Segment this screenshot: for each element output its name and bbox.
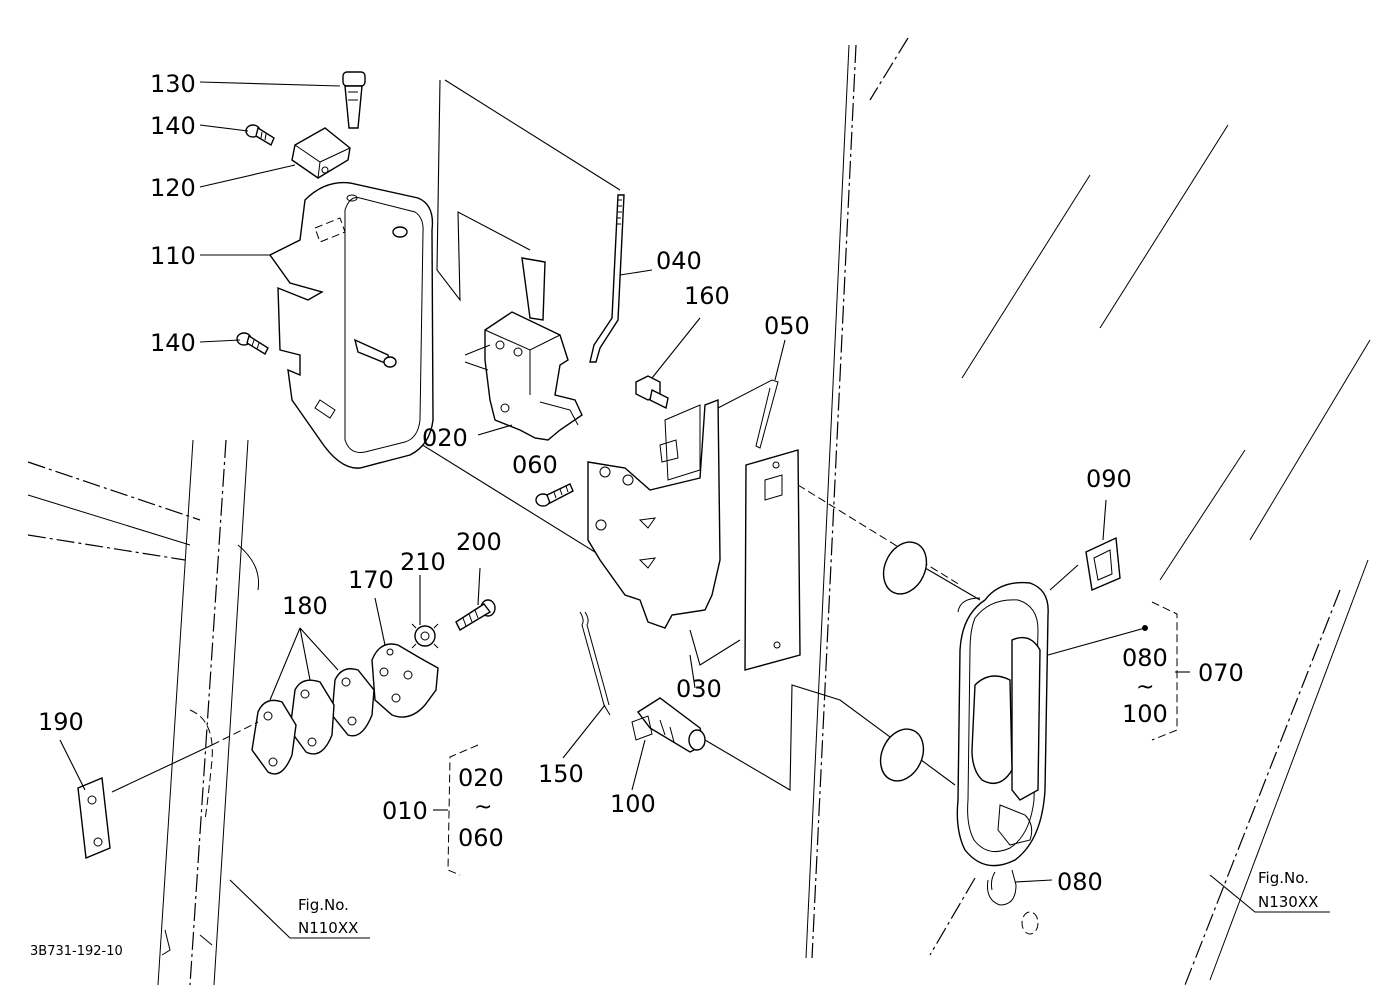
gasket-rings: [879, 541, 928, 782]
part-110-cover: [268, 181, 434, 469]
fig-ref-left-caption: Fig.No.: [298, 896, 349, 914]
part-160-bolt: [635, 375, 669, 410]
part-020-latch: [464, 257, 583, 441]
group-070-to: 100: [1122, 700, 1168, 728]
callout-030: 030: [676, 675, 722, 703]
part-100-cylinder: [631, 697, 706, 753]
group-010-sep: ~: [474, 795, 492, 820]
group-070-sep: ~: [1136, 675, 1154, 700]
callout-100: 100: [610, 790, 656, 818]
part-060-screw: [535, 483, 574, 507]
group-070-from: 080: [1122, 644, 1168, 672]
callout-050: 050: [764, 312, 810, 340]
callout-labels: 130 140 120 110 140 040 160 050 020 060 …: [38, 70, 1244, 896]
part-210-washer: [411, 623, 439, 649]
callout-140-lower: 140: [150, 329, 196, 357]
fig-ref-left: Fig.No. N110XX: [298, 896, 358, 937]
callout-060: 060: [512, 451, 558, 479]
callout-170: 170: [348, 566, 394, 594]
group-070: 080 ~ 100: [1122, 644, 1168, 728]
callout-040: 040: [656, 247, 702, 275]
drawing-id: 3B731-192-10: [30, 944, 123, 959]
fig-ref-right: Fig.No. N130XX: [1258, 869, 1318, 911]
callout-020: 020: [422, 424, 468, 452]
callout-leaders: [59, 81, 1330, 939]
callout-070: 070: [1198, 659, 1244, 687]
part-070-handle: [956, 581, 1148, 867]
part-030-plate: [587, 398, 801, 671]
group-010-from: 020: [458, 764, 504, 792]
callout-110: 110: [150, 242, 196, 270]
part-150-rod: [579, 611, 611, 716]
group-010: 010 020 ~ 060: [382, 764, 504, 852]
callout-210: 210: [400, 548, 446, 576]
part-120-bracket: [291, 127, 351, 179]
callout-130: 130: [150, 70, 196, 98]
part-040-rod: [589, 194, 625, 363]
callout-150: 150: [538, 760, 584, 788]
cab-frame-lines: [27, 37, 1371, 986]
callout-160: 160: [684, 282, 730, 310]
part-180-shims: [251, 668, 375, 775]
part-050-wire: [717, 379, 779, 449]
fig-ref-right-code: N130XX: [1258, 893, 1318, 911]
group-brackets: [433, 601, 1178, 876]
part-140-screw-lower: [236, 332, 269, 355]
callout-120: 120: [150, 174, 196, 202]
group-010-to: 060: [458, 824, 504, 852]
fig-ref-left-code: N110XX: [298, 919, 358, 937]
part-190-plate: [77, 721, 259, 860]
fig-ref-right-caption: Fig.No.: [1258, 869, 1309, 887]
part-140-screw-top: [245, 124, 275, 147]
callout-080: 080: [1057, 868, 1103, 896]
part-090-pad: [1085, 536, 1121, 591]
part-130-bolt: [342, 71, 366, 129]
part-200-bolt: [455, 599, 496, 631]
callout-190: 190: [38, 708, 84, 736]
callout-180: 180: [282, 592, 328, 620]
callout-140-top: 140: [150, 112, 196, 140]
callout-090: 090: [1086, 465, 1132, 493]
group-010-main: 010: [382, 797, 428, 825]
part-080-clip: [987, 869, 1017, 906]
callout-200: 200: [456, 528, 502, 556]
part-170-bracket: [371, 643, 439, 718]
